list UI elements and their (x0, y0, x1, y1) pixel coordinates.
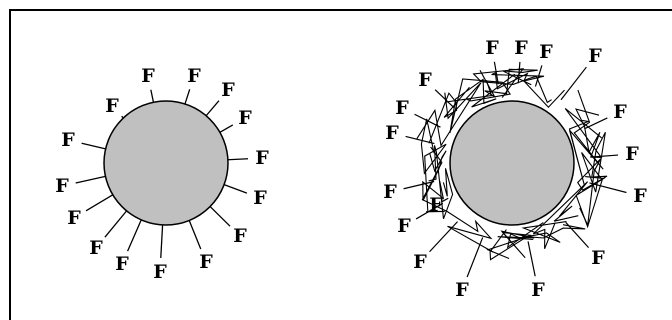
tangled-chain (491, 71, 565, 109)
ligand-label-f: F (253, 187, 267, 209)
ligand-label-f: F (221, 79, 235, 101)
ligand-label-f: F (633, 185, 647, 207)
ligand-line (75, 175, 106, 184)
tangled-chain (443, 73, 516, 118)
tangled-chain (568, 89, 604, 186)
left-particle-core (103, 100, 229, 226)
ligand-line (517, 61, 521, 84)
ligand-label-f: F (153, 261, 167, 283)
ligand-line (403, 180, 435, 190)
ligand-line (466, 237, 484, 278)
ligand-label-f: F (238, 107, 252, 129)
right-particle-core (449, 100, 575, 226)
left-ligand-lines (75, 89, 249, 259)
ligand-line (104, 210, 128, 238)
ligand-line (150, 89, 155, 103)
ligand-line (429, 221, 458, 253)
ligand-label-f: F (105, 95, 119, 117)
ligand-label-f: F (397, 215, 411, 237)
ligand-line (441, 197, 449, 203)
ligand-label-f: F (514, 37, 528, 59)
ligand-line (591, 154, 619, 158)
ligand-label-f: F (613, 101, 627, 123)
ligand-label-f: F (199, 251, 213, 273)
ligand-line (560, 66, 587, 101)
tangled-chain (564, 107, 603, 158)
ligand-label-f: F (485, 37, 499, 59)
tangled-chain (472, 68, 552, 104)
ligand-line (209, 206, 231, 227)
tangled-chain (506, 221, 567, 249)
ligand-label-f: F (141, 65, 155, 87)
ligand-line (160, 224, 164, 259)
ligand-line (405, 135, 435, 145)
ligand-label-f: F (67, 207, 81, 229)
ligand-label-f: F (455, 279, 469, 301)
ligand-label-f: F (255, 147, 269, 169)
tangled-chain (489, 224, 586, 261)
ligand-label-f: F (89, 237, 103, 259)
ligand-label-f: F (591, 247, 605, 269)
ligand-label-f: F (187, 65, 201, 87)
tangled-chain (532, 181, 589, 250)
ligand-label-f: F (588, 45, 602, 67)
right-tangled-chains (403, 61, 627, 278)
ligand-label-f: F (61, 129, 75, 151)
ligand-line (527, 241, 536, 277)
ligand-line (223, 184, 248, 194)
ligand-line (188, 220, 202, 250)
ligand-line (434, 89, 455, 109)
tangled-chain (422, 150, 447, 201)
ligand-line (589, 182, 627, 194)
tangled-chain (479, 68, 538, 98)
ligand-label-f: F (385, 122, 399, 144)
ligand-line (584, 117, 608, 130)
ligand-line (414, 113, 441, 128)
ligand-label-f: F (115, 253, 129, 275)
ligand-label-f: F (413, 251, 427, 273)
ligand-line (219, 124, 234, 133)
ligand-line (415, 202, 444, 220)
ligand-line (81, 142, 106, 150)
ligand-label-f: F (383, 181, 397, 203)
ligand-label-f: F (55, 175, 69, 197)
ligand-line (126, 219, 142, 252)
ligand-label-f: F (395, 97, 409, 119)
ligand-line (565, 221, 590, 249)
ligand-line (85, 194, 114, 212)
ligand-line (227, 158, 249, 161)
ligand-label-f: F (539, 41, 553, 63)
ligand-label-f: F (531, 279, 545, 301)
tangled-chain (428, 145, 454, 219)
ligand-label-f: F (625, 143, 639, 165)
ligand-label-f: F (429, 194, 443, 216)
figure-frame (9, 9, 672, 320)
tangled-chain (420, 118, 447, 213)
ligand-label-f: F (233, 225, 247, 247)
tangled-chain (576, 150, 608, 228)
ligand-line (205, 100, 220, 117)
ligand-line (493, 61, 499, 85)
ligand-line (184, 89, 191, 105)
ligand-label-f: F (418, 69, 432, 91)
ligand-line (534, 65, 543, 87)
